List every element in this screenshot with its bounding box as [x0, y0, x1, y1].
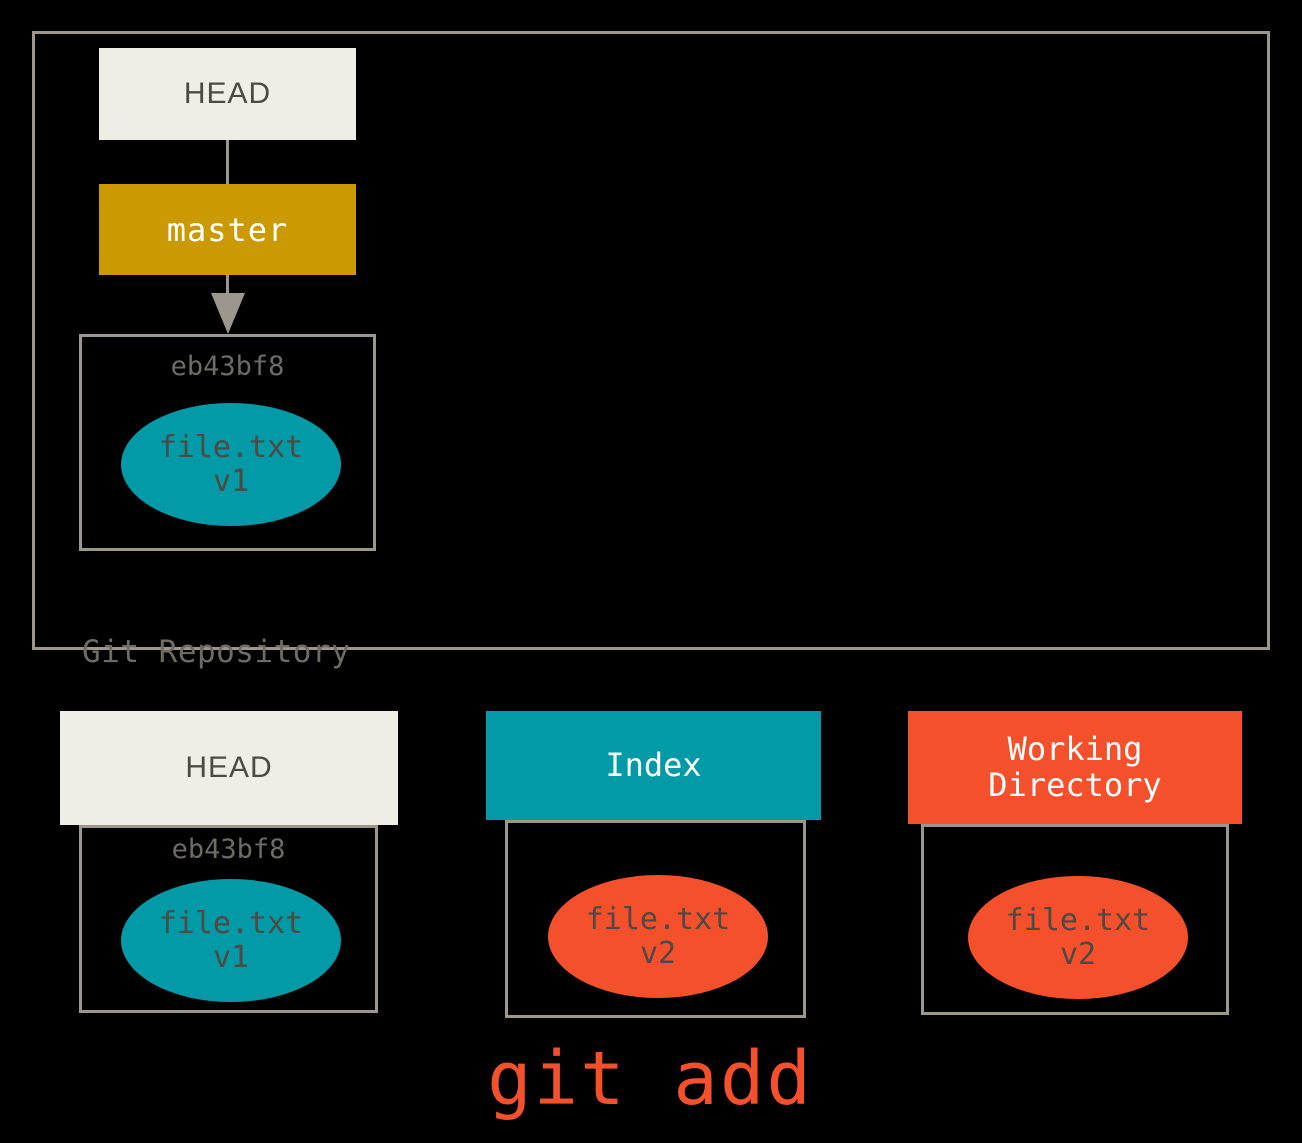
area-header-working-directory[interactable]: Working Directory: [908, 711, 1242, 824]
repo-commit-blob[interactable]: file.txt v1: [121, 403, 341, 526]
area-index-blob-filename: file.txt: [585, 901, 731, 937]
git-repository-label: Git Repository: [82, 634, 351, 670]
area-index-blob-version: v2: [639, 935, 677, 971]
repo-commit-blob-filename: file.txt: [158, 429, 304, 465]
area-head-blob-version: v1: [212, 939, 250, 975]
diagram-caption: git add: [0, 1036, 1302, 1122]
git-repository-container: Git Repository: [32, 31, 1270, 670]
area-header-working-directory-label: Working Directory: [988, 729, 1162, 804]
area-header-head-label: HEAD: [185, 751, 273, 785]
area-header-working-directory-line-1: Working: [1007, 729, 1143, 768]
area-body-head: eb43bf8 file.txt v1: [79, 825, 378, 1013]
area-head-commit-hash: eb43bf8: [171, 834, 286, 865]
connector-master-to-commit: [226, 275, 229, 297]
area-working-directory-blob-filename: file.txt: [1005, 902, 1151, 938]
repo-head-ref-label: HEAD: [183, 77, 272, 110]
area-body-working-directory: file.txt v2: [921, 824, 1229, 1015]
repo-commit-blob-version: v1: [212, 463, 250, 499]
area-working-directory-blob-version: v2: [1059, 936, 1097, 972]
connector-head-to-master: [226, 140, 229, 185]
area-body-index: file.txt v2: [505, 820, 806, 1018]
area-header-working-directory-line-2: Directory: [988, 765, 1162, 804]
repo-head-ref-box[interactable]: HEAD: [99, 48, 356, 140]
area-head-blob[interactable]: file.txt v1: [121, 879, 341, 1002]
area-head-blob-filename: file.txt: [158, 905, 304, 941]
arrow-down-icon: [211, 293, 245, 334]
repo-master-branch-label: master: [166, 210, 289, 249]
area-index-blob[interactable]: file.txt v2: [548, 875, 768, 998]
diagram-caption-text: git add: [487, 1036, 813, 1122]
area-header-index[interactable]: Index: [486, 711, 821, 820]
area-working-directory-blob[interactable]: file.txt v2: [968, 876, 1188, 999]
repo-master-branch-box[interactable]: master: [99, 184, 356, 275]
area-header-index-label: Index: [605, 745, 702, 784]
repo-commit-hash: eb43bf8: [170, 351, 285, 382]
area-header-head[interactable]: HEAD: [60, 711, 398, 825]
repo-commit-box[interactable]: eb43bf8 file.txt v1: [79, 334, 376, 551]
